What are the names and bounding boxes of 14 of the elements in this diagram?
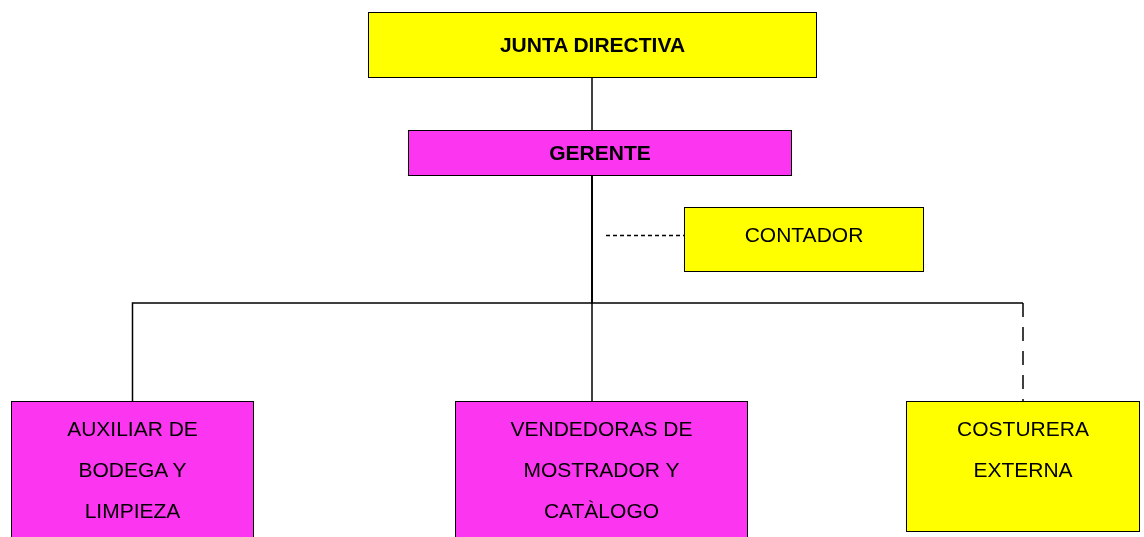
org-box: [408, 130, 792, 176]
role-label: COSTURERA EXTERNA: [956, 416, 1090, 483]
org-box: [11, 401, 254, 537]
org-box: [368, 12, 817, 78]
role-label: CONTADOR: [744, 221, 864, 248]
role-label: GERENTE: [549, 140, 651, 166]
org-box: [906, 401, 1140, 532]
connector-line: [591, 77, 593, 131]
org-box: [455, 401, 748, 537]
role-label: AUXILIAR DE BODEGA Y LIMPIEZA: [66, 416, 199, 524]
connector-line: [591, 175, 1024, 402]
role-label: VENDEDORAS DE MOSTRADOR Y CATÀLOGO: [509, 416, 694, 524]
role-label: JUNTA DIRECTIVA: [499, 32, 686, 58]
org-box: [684, 207, 924, 272]
